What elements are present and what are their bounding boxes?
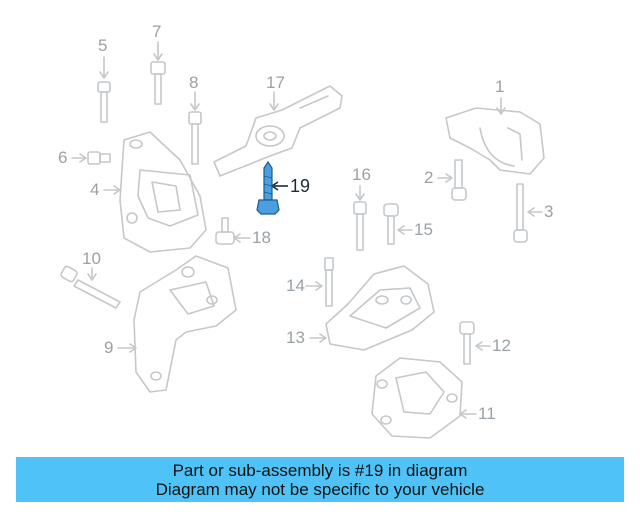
part-4-engine-mount	[103, 131, 207, 253]
info-banner: Part or sub-assembly is #19 in diagram D…	[16, 457, 624, 502]
callout-19[interactable]: 19	[290, 176, 311, 196]
callout-12: 12	[492, 336, 511, 355]
part-18-bolt	[215, 217, 251, 245]
part-1-bracket	[445, 97, 545, 175]
callout-2: 2	[424, 168, 434, 187]
part-10-bolt	[60, 265, 121, 309]
callout-10: 10	[82, 249, 101, 268]
part-2-bolt	[437, 159, 467, 201]
part-13-mount	[309, 265, 435, 351]
parts-diagram	[60, 41, 545, 439]
callout-7: 7	[152, 22, 162, 41]
part-5-bolt	[97, 56, 111, 123]
callout-8: 8	[189, 73, 199, 92]
part-15-bolt	[383, 203, 413, 245]
callout-17: 17	[266, 73, 285, 92]
callout-11: 11	[478, 404, 496, 423]
callout-13: 13	[286, 328, 305, 347]
callout-6: 6	[58, 148, 68, 167]
callout-1: 1	[495, 77, 505, 96]
callout-3: 3	[544, 202, 554, 221]
part-17-torque-rod	[213, 85, 343, 177]
part-14-bolt	[305, 257, 334, 307]
callout-14: 14	[286, 276, 305, 295]
part-11-mount	[371, 357, 477, 439]
callout-18: 18	[252, 228, 271, 247]
callout-9: 9	[104, 338, 114, 357]
part-8-bolt	[188, 91, 202, 165]
part-3-bolt	[513, 183, 543, 243]
part-16-bolt	[353, 185, 367, 251]
part-9-bracket	[117, 255, 237, 393]
callout-16: 16	[352, 165, 371, 184]
banner-line-disclaimer: Diagram may not be specific to your vehi…	[155, 480, 485, 499]
part-19-highlighted-bolt[interactable]	[256, 160, 288, 215]
callout-4: 4	[90, 180, 100, 199]
banner-line-part: Part or sub-assembly is #19 in diagram	[172, 461, 468, 480]
callout-5: 5	[98, 36, 108, 55]
part-12-bolt	[459, 321, 491, 365]
part-7-bolt	[150, 41, 166, 105]
callout-15: 15	[414, 220, 433, 239]
part-6-bolt	[71, 151, 111, 165]
